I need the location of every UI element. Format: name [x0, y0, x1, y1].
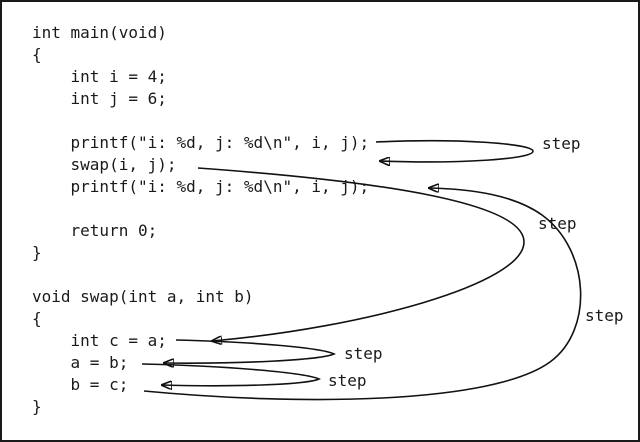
code-listing: int main(void) { int i = 4; int j = 6; pr… — [32, 22, 369, 418]
code-line: printf("i: %d, j: %d\n", i, j); — [32, 177, 370, 196]
code-line: b = c; — [32, 375, 129, 394]
step-label-3: step — [344, 344, 383, 363]
code-line: } — [32, 397, 42, 416]
code-line: int j = 6; — [32, 89, 167, 108]
code-line: a = b; — [32, 353, 129, 372]
code-line: int main(void) — [32, 23, 167, 42]
code-line: { — [32, 45, 42, 64]
code-line: int i = 4; — [32, 67, 167, 86]
code-line: void swap(int a, int b) — [32, 287, 254, 306]
code-line: return 0; — [32, 221, 158, 240]
code-line: { — [32, 309, 42, 328]
step-arrow-1 — [375, 139, 534, 162]
step-label-5: step — [585, 306, 624, 325]
code-line — [32, 264, 369, 286]
step-label-2: step — [538, 214, 577, 233]
code-line — [32, 198, 369, 220]
code-line — [32, 110, 369, 132]
code-line: swap(i, j); — [32, 155, 177, 174]
step-label-1: step — [542, 134, 581, 153]
code-line: int c = a; — [32, 331, 167, 350]
code-line: } — [32, 243, 42, 262]
code-line: printf("i: %d, j: %d\n", i, j); — [32, 133, 370, 152]
step-label-4: step — [328, 371, 367, 390]
